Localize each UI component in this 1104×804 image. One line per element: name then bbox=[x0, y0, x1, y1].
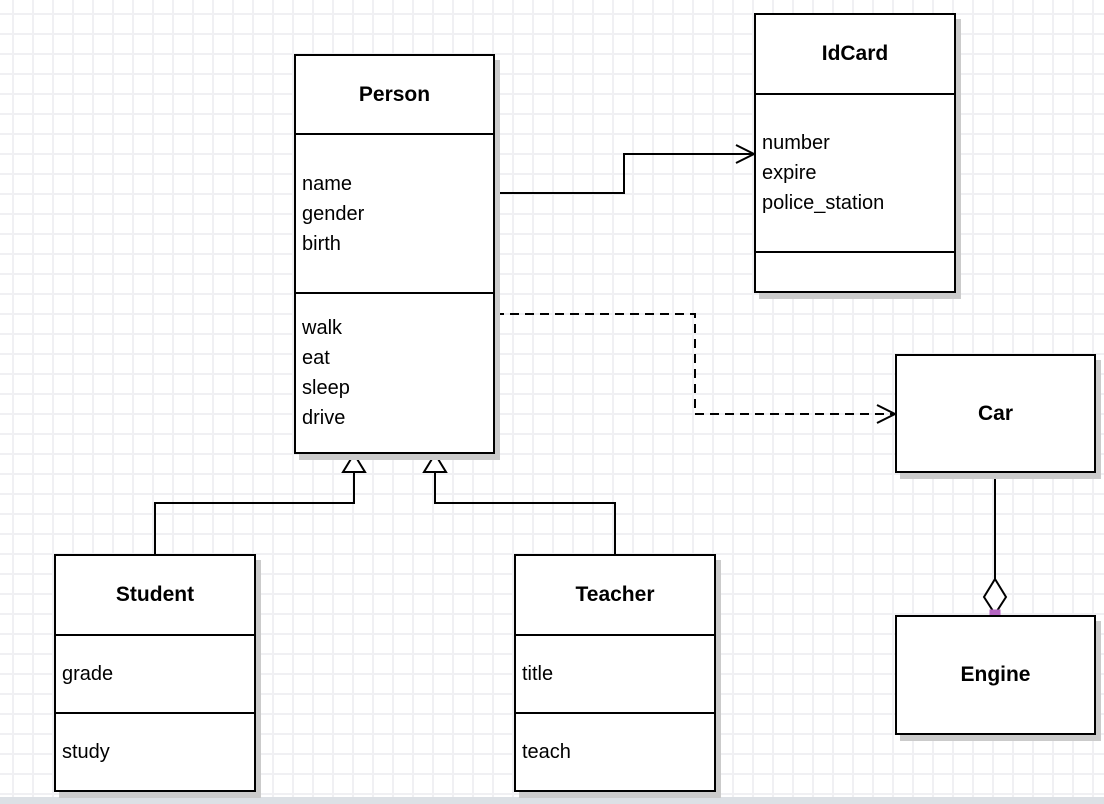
attribute: police_station bbox=[762, 192, 885, 214]
connector-person-idcard[interactable] bbox=[495, 153, 752, 194]
class-student[interactable]: Student grade study bbox=[54, 554, 256, 792]
class-engine-title: Engine bbox=[960, 663, 1031, 686]
class-student-methods: study bbox=[56, 712, 254, 790]
method: sleep bbox=[302, 377, 350, 399]
class-idcard-title: IdCard bbox=[821, 42, 889, 65]
method: drive bbox=[302, 407, 346, 429]
hollow-triangle-icon bbox=[341, 452, 367, 473]
class-teacher-attributes: title bbox=[516, 634, 714, 712]
attribute: grade bbox=[62, 663, 114, 685]
connector-teacher-person[interactable] bbox=[434, 472, 616, 554]
hollow-triangle-icon bbox=[422, 452, 448, 473]
class-idcard-methods-empty bbox=[756, 251, 954, 291]
endpoint-marker-car[interactable] bbox=[989, 467, 1001, 479]
class-student-attributes: grade bbox=[56, 634, 254, 712]
attribute: name bbox=[302, 172, 353, 195]
attribute: gender bbox=[302, 202, 365, 225]
class-teacher[interactable]: Teacher title teach bbox=[514, 554, 716, 792]
method: walk bbox=[302, 317, 343, 339]
class-person-methods: walk eat sleep drive bbox=[296, 292, 493, 452]
class-teacher-title: Teacher bbox=[575, 583, 655, 606]
hollow-diamond-icon bbox=[982, 577, 1008, 616]
class-engine[interactable]: Engine bbox=[895, 615, 1096, 735]
class-person[interactable]: Person name gender birth walk eat sleep … bbox=[294, 54, 495, 454]
method: teach bbox=[522, 741, 571, 763]
class-teacher-methods: teach bbox=[516, 712, 714, 790]
class-person-attributes: name gender birth bbox=[296, 133, 493, 292]
attribute: number bbox=[762, 132, 830, 154]
connector-student-person[interactable] bbox=[154, 472, 355, 554]
canvas-page-edge bbox=[0, 797, 1104, 804]
class-idcard[interactable]: IdCard number expire police_station bbox=[754, 13, 956, 293]
method: eat bbox=[302, 347, 330, 369]
class-student-title: Student bbox=[115, 583, 195, 606]
class-idcard-attributes: number expire police_station bbox=[756, 93, 954, 251]
class-person-title: Person bbox=[358, 82, 431, 106]
connector-person-car[interactable] bbox=[495, 313, 893, 415]
class-car-title: Car bbox=[977, 401, 1014, 425]
attribute: expire bbox=[762, 162, 817, 184]
class-car[interactable]: Car bbox=[895, 354, 1096, 473]
attribute: birth bbox=[302, 232, 341, 255]
method: study bbox=[62, 741, 110, 763]
attribute: title bbox=[522, 663, 554, 685]
